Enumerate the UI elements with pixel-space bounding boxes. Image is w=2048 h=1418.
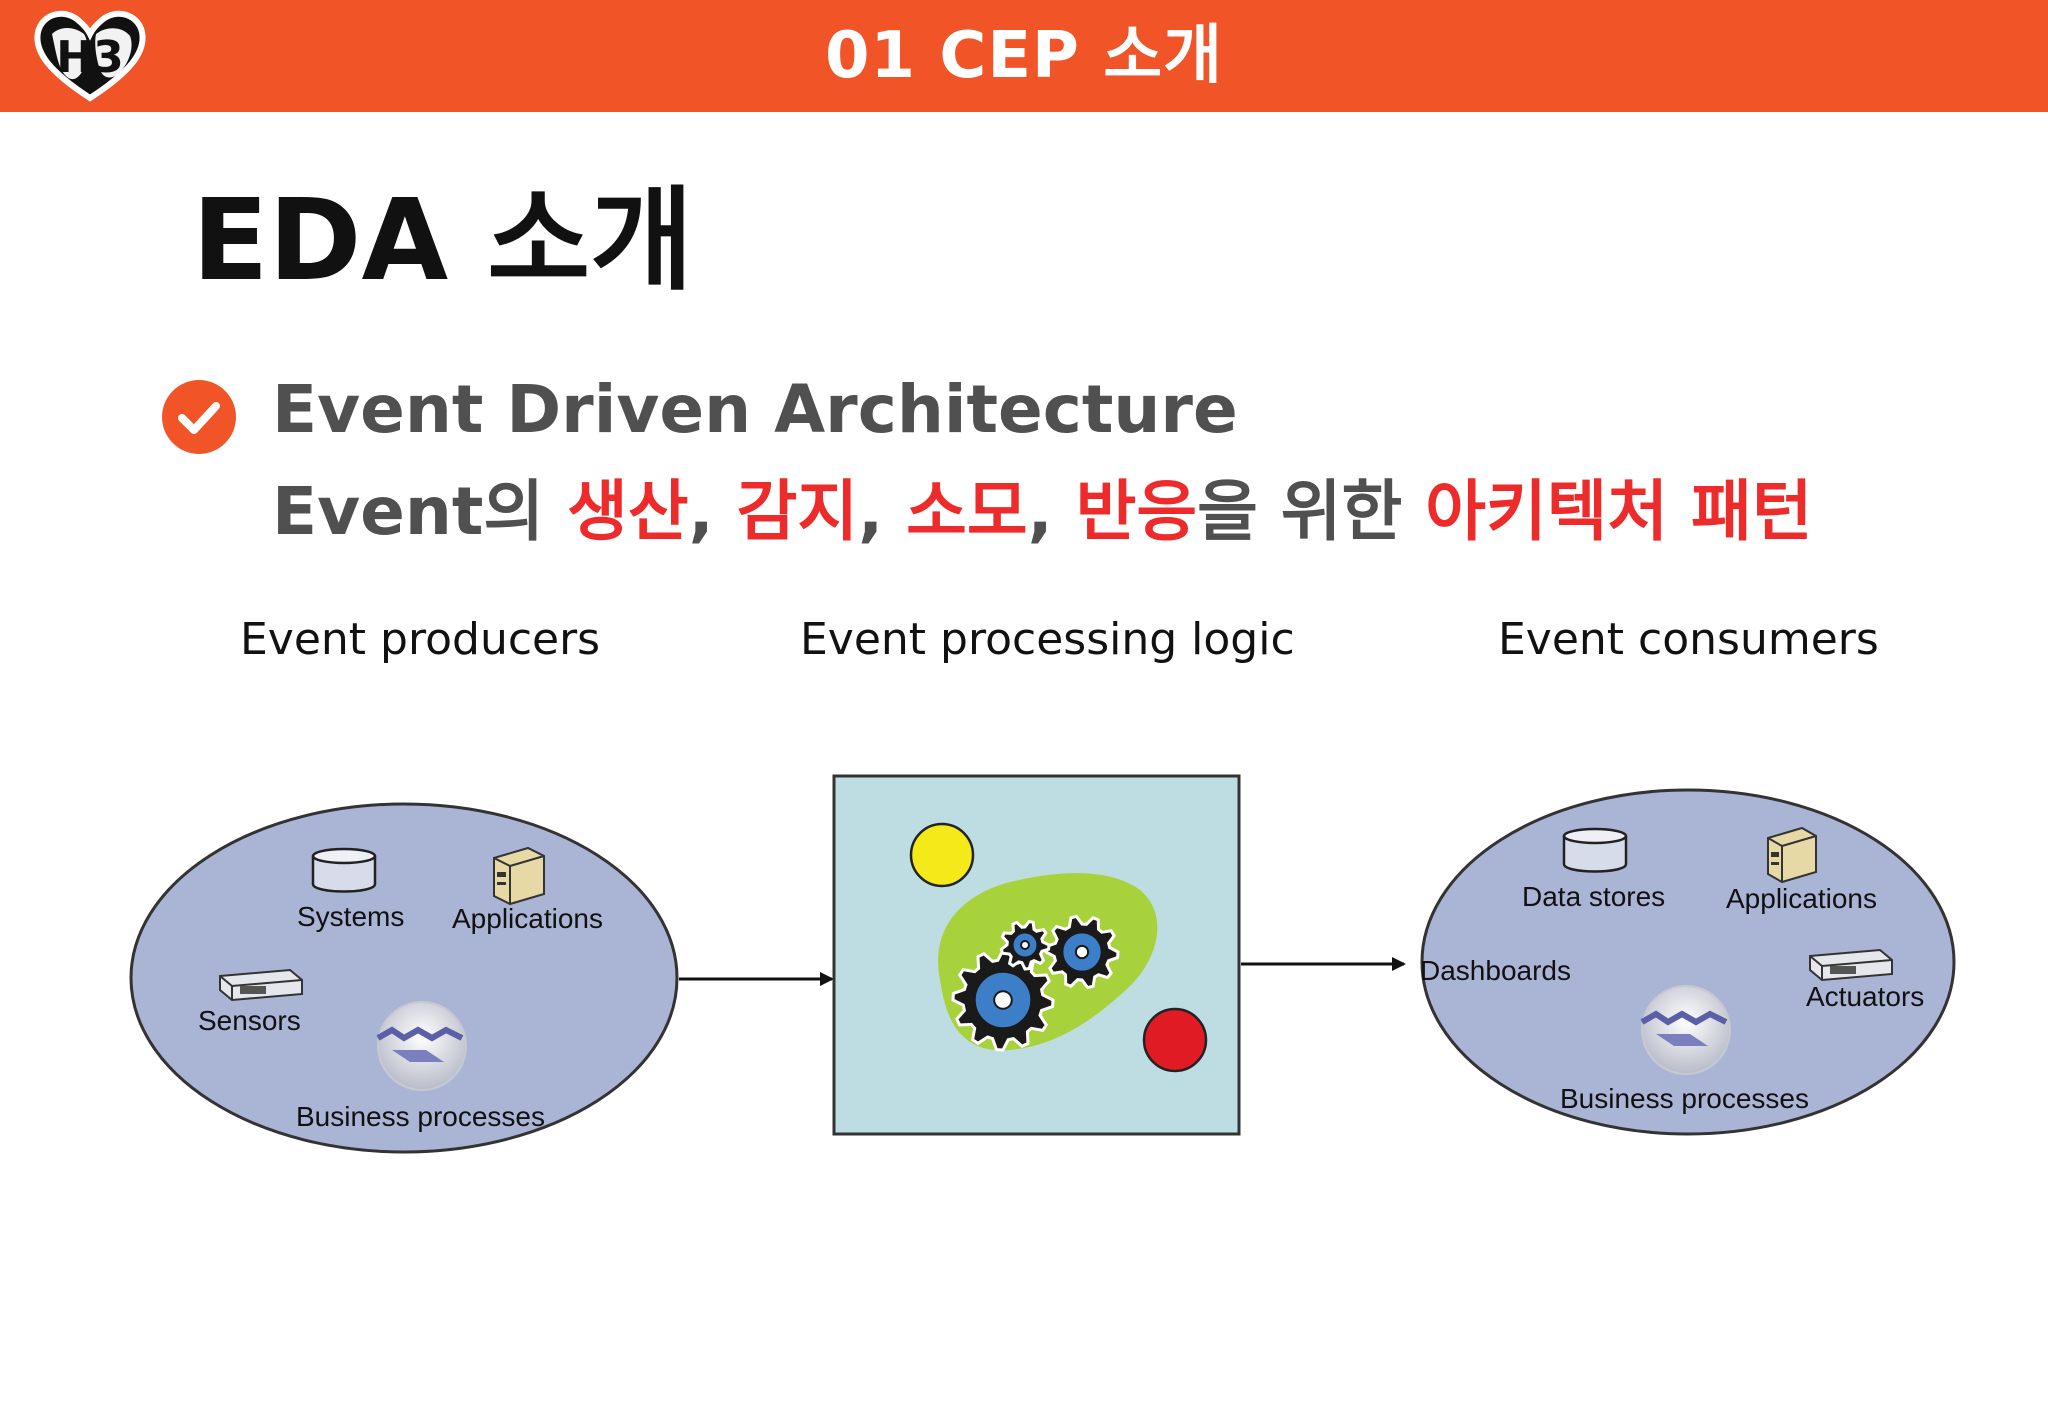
bullet-sub-highlight: 소모 bbox=[906, 473, 1028, 550]
bullet-sub-highlight: 반응 bbox=[1075, 473, 1198, 550]
producer-sensors-label: Sensors bbox=[198, 1005, 301, 1036]
medium-gear-icon bbox=[1044, 914, 1120, 990]
consumer-business-processes-label: Business processes bbox=[1560, 1083, 1810, 1114]
actuators-device-icon bbox=[1809, 948, 1893, 982]
check-circle-icon bbox=[162, 380, 236, 454]
producer-business-process-icon bbox=[376, 1001, 467, 1091]
consumer-actuators-label: Actuators bbox=[1806, 981, 1925, 1012]
large-gear-icon bbox=[951, 948, 1055, 1052]
consumer-dashboards-label: Dashboards bbox=[1420, 955, 1571, 986]
data-stores-cylinder-icon bbox=[1562, 827, 1628, 873]
consumer-applications-server-icon bbox=[1767, 826, 1817, 884]
logo-text: H3 bbox=[56, 32, 123, 83]
bullet-sub-highlight: 감지 bbox=[736, 473, 859, 550]
bullet-sub-text: Event의 생산, 감지, 소모, 반응을 위한 아키텍처 패턴 bbox=[272, 470, 1813, 554]
yellow-event-circle bbox=[909, 822, 975, 888]
producers-heading: Event producers bbox=[240, 614, 601, 665]
bullet-sub-segment: 을 위한 bbox=[1197, 473, 1426, 550]
bullet-sub-segment: Event의 bbox=[272, 473, 568, 550]
gears-icon bbox=[951, 914, 1120, 1052]
bullet-sub-segment: , bbox=[858, 473, 907, 550]
page-title: EDA 소개 bbox=[192, 176, 694, 306]
consumers-heading: Event consumers bbox=[1498, 614, 1879, 665]
bullet-sub-segment: , bbox=[1027, 473, 1076, 550]
consumer-data-stores-label: Data stores bbox=[1522, 881, 1666, 912]
processing-green-dot bbox=[1070, 878, 1090, 898]
consumers-ellipse bbox=[1420, 788, 1956, 1136]
sensors-device-icon bbox=[219, 968, 303, 1002]
bullet-main-text: Event Driven Architecture bbox=[272, 371, 1238, 448]
header-title: 01 CEP 소개 bbox=[825, 19, 1223, 93]
processing-heading: Event processing logic bbox=[800, 614, 1295, 665]
consumer-business-process-icon bbox=[1640, 985, 1731, 1075]
producer-applications-server-icon bbox=[493, 846, 545, 906]
red-event-circle bbox=[1142, 1007, 1208, 1073]
header-bar: H3 01 CEP 소개 bbox=[0, 0, 2048, 112]
systems-cylinder-icon bbox=[311, 847, 377, 893]
consumer-applications-label: Applications bbox=[1726, 883, 1877, 914]
producer-business-processes-label: Business processes bbox=[296, 1101, 546, 1132]
producer-systems-label: Systems bbox=[297, 901, 405, 932]
small-gear-icon bbox=[999, 919, 1051, 971]
bullet-sub-highlight: 아키텍처 패턴 bbox=[1425, 473, 1813, 550]
producer-applications-label: Applications bbox=[452, 903, 603, 934]
bullet-sub-highlight: 생산 bbox=[567, 473, 689, 550]
bullet-sub-segment: , bbox=[688, 473, 737, 550]
h3-logo-icon: H3 bbox=[34, 10, 146, 102]
